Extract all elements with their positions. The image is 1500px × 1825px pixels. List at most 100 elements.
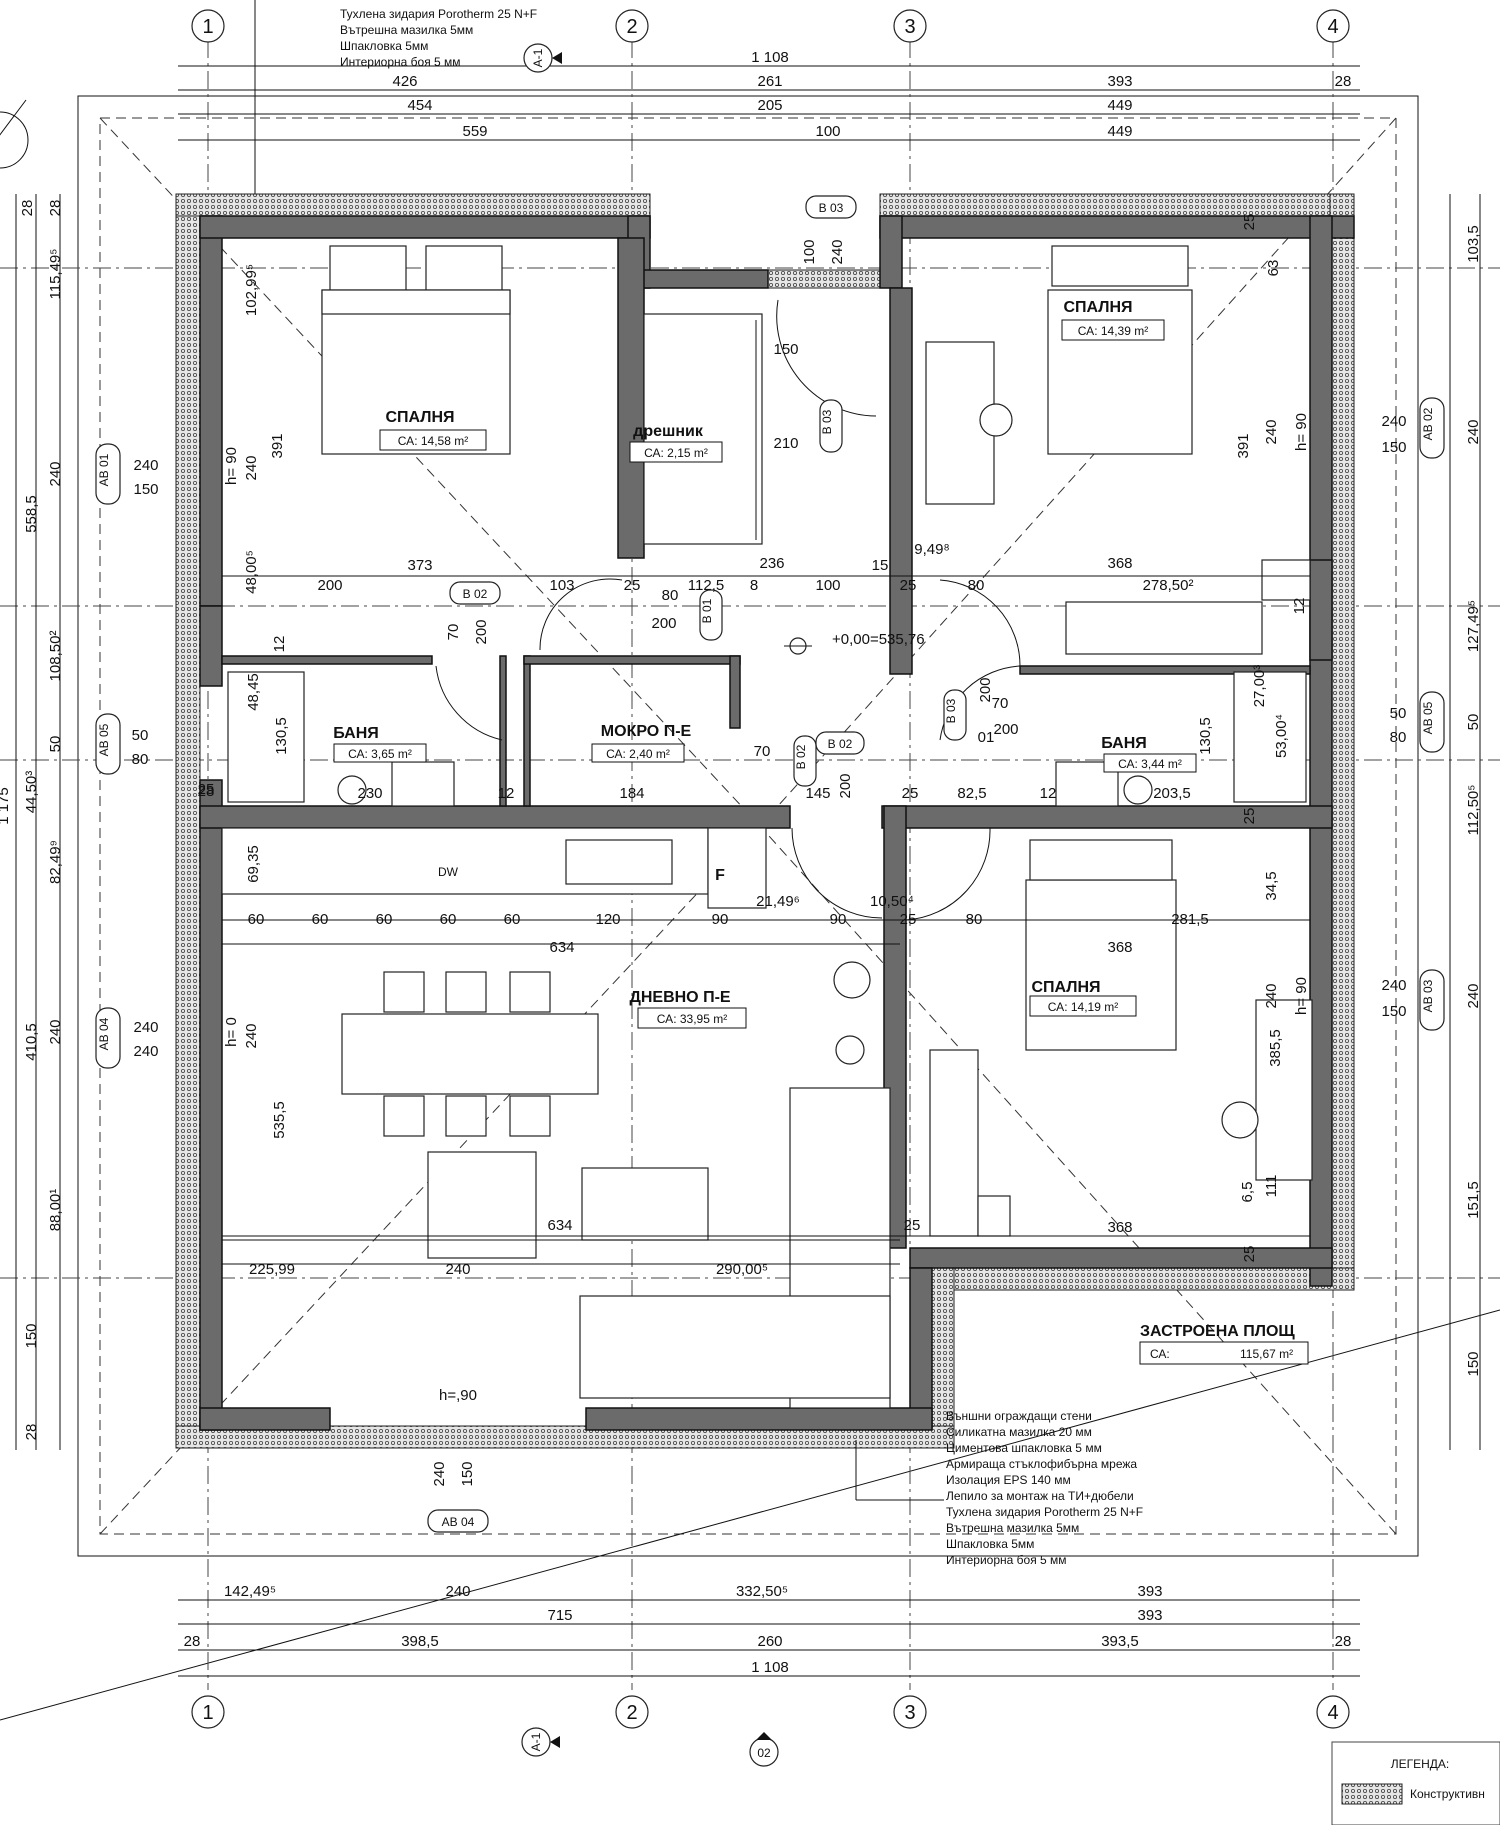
room-area: СА: 33,95 m²: [657, 1012, 727, 1026]
dim-text: 112,50⁵: [1465, 785, 1482, 836]
dim-text: 150: [1465, 1351, 1482, 1376]
dim-text: 236: [759, 555, 784, 572]
bath-left: [227, 671, 455, 807]
note-line: Вътрешна мазилка 5мм: [946, 1521, 1079, 1535]
axis-label: 3: [904, 1702, 915, 1724]
dim-text: 391: [269, 433, 286, 458]
bed-bedroom-1: [321, 245, 511, 455]
note-line: Тухлена зидария Porotherm 25 N+F: [340, 7, 537, 21]
north-arrow: [0, 99, 29, 169]
dim-text: 240: [243, 455, 260, 480]
section-label: A-1: [531, 48, 545, 67]
note-line: Лепило за монтаж на ТИ+дюбели: [946, 1489, 1134, 1503]
dim-text: 63: [1265, 260, 1282, 277]
room-bedroom-2: СПАЛНЯ СА: 14,39 m²: [1061, 299, 1165, 341]
dim-text: 80: [132, 751, 149, 768]
dim-text: 25: [1241, 214, 1258, 231]
built-area-label: СА:: [1150, 1347, 1170, 1361]
section-marker-a1-bottom: A-1: [521, 1727, 560, 1757]
walls: [175, 193, 1355, 1449]
dim-text: 28: [19, 200, 36, 217]
dim-text: 426: [392, 73, 417, 90]
built-area-value: 115,67 m²: [1240, 1347, 1293, 1361]
dim-text: 130,5: [1197, 717, 1214, 755]
top-dimensions: 1 108 426 261 393 28 454 205 449 559 100…: [178, 49, 1360, 141]
axis-bubbles-bottom: 1 2 3 4: [191, 1695, 1350, 1729]
dim-text: 240: [1263, 983, 1280, 1008]
dim-text: 25: [900, 911, 917, 928]
dim-text: 1 108: [751, 49, 789, 66]
door-swings: [435, 299, 1021, 921]
dim-text: 150: [1381, 439, 1406, 456]
room-name: СПАЛНЯ: [1063, 299, 1132, 316]
dim-text: 634: [549, 939, 574, 956]
dim-text: 240: [431, 1461, 448, 1486]
dim-text: 278,50²: [1143, 577, 1194, 594]
dim-text: 44,50³: [23, 771, 40, 814]
dim-text: 103,5: [1465, 225, 1482, 263]
dim-text: 12: [1291, 598, 1308, 615]
room-name: СПАЛНЯ: [385, 409, 454, 426]
dim-text: 80: [968, 577, 985, 594]
room-name: БАНЯ: [1101, 735, 1147, 752]
axis-label: 1: [202, 16, 213, 38]
note-line: Силикатна мазилка 20 мм: [946, 1425, 1092, 1439]
room-closet: дрешник СА: 2,15 m²: [629, 423, 723, 463]
dim-text: 70: [754, 743, 771, 760]
dim-text: h= 90: [1293, 977, 1310, 1015]
tag-text: B 01: [700, 598, 714, 623]
dim-text: 1 108: [751, 1659, 789, 1676]
dim-text: 205: [757, 97, 782, 114]
dim-text: 240: [1465, 419, 1482, 444]
dim-text: 393: [1107, 73, 1132, 90]
plant: [833, 961, 871, 1065]
dim-text: 25: [904, 1217, 921, 1234]
room-name: дрешник: [633, 423, 704, 440]
dim-text: 01: [978, 729, 995, 746]
note-line: Циментова шпакловка 5 мм: [946, 1441, 1102, 1455]
room-area: СА: 14,39 m²: [1078, 324, 1148, 338]
dim-text: 240: [133, 1019, 158, 1036]
dishwasher-label: DW: [438, 865, 459, 879]
dim-text: 368: [1107, 555, 1132, 572]
desk-bedroom-3: [1221, 999, 1313, 1181]
dim-text: 60: [312, 911, 329, 928]
dim-text: 240: [445, 1583, 470, 1600]
dim-text: 398,5: [401, 1633, 439, 1650]
room-area: СА: 3,44 m²: [1118, 757, 1182, 771]
note-line: Армираща стъклофибърна мрежа: [946, 1457, 1137, 1471]
dim-text: 200: [993, 721, 1018, 738]
dim-text: 82,5: [957, 785, 986, 802]
dim-text: 559: [462, 123, 487, 140]
dim-text: 240: [829, 239, 846, 264]
dim-text: 48,00⁵: [243, 550, 260, 594]
axis-label: 1: [202, 1702, 213, 1724]
dim-text: 449: [1107, 97, 1132, 114]
dim-text: 385,5: [1267, 1029, 1284, 1067]
top-wall-notes: Тухлена зидария Porotherm 25 N+F Вътрешн…: [254, 0, 537, 210]
dim-text: 27,00³: [1251, 665, 1268, 708]
sofa: [427, 1087, 891, 1409]
dim-text: 28: [1335, 1633, 1352, 1650]
dim-text: 200: [473, 619, 490, 644]
bed-bedroom-2: [1047, 245, 1193, 455]
opening-tags: B 03 B 03 B 02 B 01 B 02 B 03 B 02 AB 01…: [95, 195, 1445, 1533]
dim-text: 25: [900, 577, 917, 594]
room-area: СА: 3,65 m²: [348, 747, 412, 761]
dim-text: 142,49⁵: [224, 1583, 276, 1600]
dim-text: 184: [619, 785, 644, 802]
dim-text: 449: [1107, 123, 1132, 140]
legend: ЛЕГЕНДА: Конструктивн: [1331, 1741, 1500, 1825]
section-label: A-1: [529, 1732, 543, 1751]
dim-text: 120: [595, 911, 620, 928]
legend-item: Конструктивн: [1410, 1787, 1485, 1801]
dim-text: 240: [133, 1043, 158, 1060]
dim-text: 34,5: [1263, 871, 1280, 900]
dim-text: 60: [440, 911, 457, 928]
dim-text: 150: [23, 1323, 40, 1348]
dim-text: 230: [357, 785, 382, 802]
dim-text: 368: [1107, 1219, 1132, 1236]
dim-text: 25: [1241, 1246, 1258, 1263]
dim-text: 6,5: [1239, 1182, 1256, 1203]
dim-text: 25: [198, 781, 215, 798]
